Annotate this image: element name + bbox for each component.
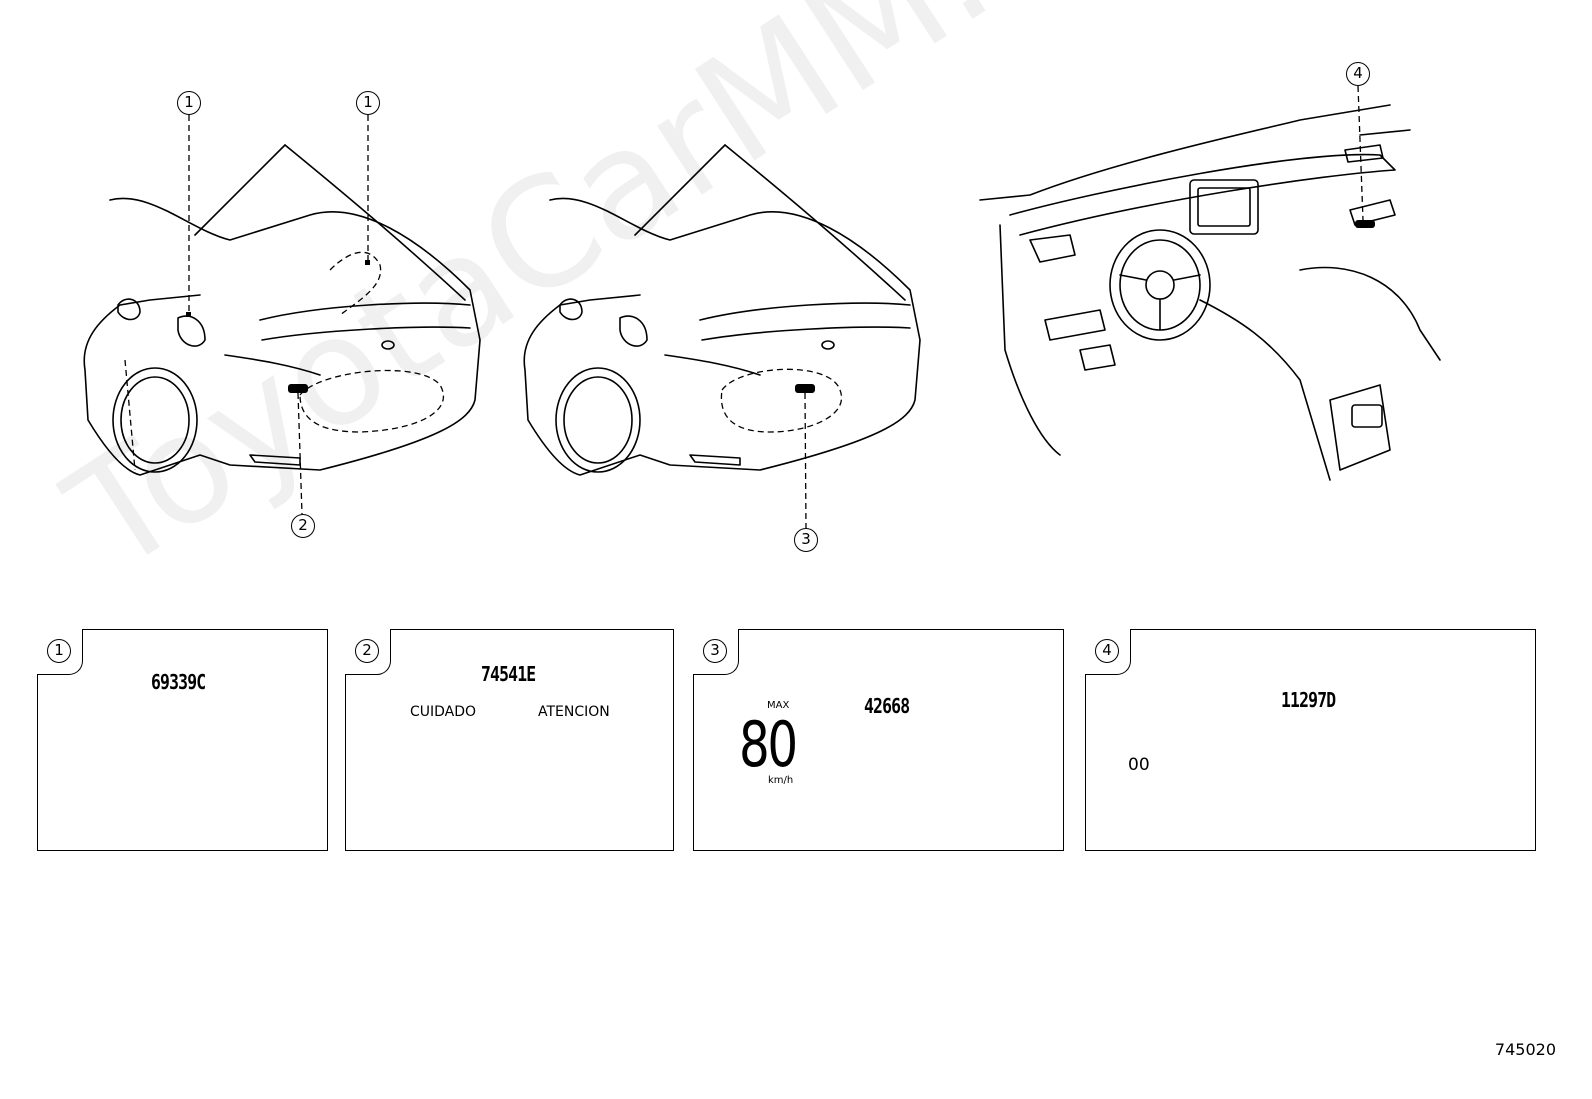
part-number-4: 11297D [1281,688,1336,712]
panel-tab-1: 1 [37,629,83,675]
callout-1-a: 1 [177,91,201,115]
speed-max-text: MAX [767,700,790,711]
speed-value: 80 [739,708,798,781]
part-number-1: 69339C [151,670,206,694]
caution-heading: CUIDADO [410,704,477,720]
panel-tab-3: 3 [693,629,739,675]
speed-unit-text: km/h [768,775,794,786]
panel-callout-3: 3 [703,639,727,663]
label-panel-4: 4 11297D 00 [1085,629,1536,851]
callout-2: 2 [291,514,315,538]
callout-4: 4 [1346,62,1370,86]
callout-1-b: 1 [356,91,380,115]
panel-callout-2: 2 [355,639,379,663]
code-box-text: 00 [1128,755,1150,775]
car-rear-view-1 [83,115,481,515]
attention-heading: ATENCION [538,704,610,720]
interior-view [979,85,1441,481]
part-number-2: 74541E [481,662,536,686]
panel-callout-1: 1 [47,639,71,663]
label-panel-3: 3 42668 MAX 80 km/h [693,629,1064,851]
page-code: 745020 [1494,1040,1556,1059]
panel-tab-4: 4 [1085,629,1131,675]
label-panel-2: 2 74541E CUIDADO ATENCION [345,629,674,851]
part-number-3: 42668 [864,694,910,718]
panel-callout-4: 4 [1095,639,1119,663]
car-rear-view-2 [523,144,921,529]
callout-3: 3 [794,528,818,552]
panel-tab-2: 2 [345,629,391,675]
label-panel-1: 1 69339C [37,629,328,851]
